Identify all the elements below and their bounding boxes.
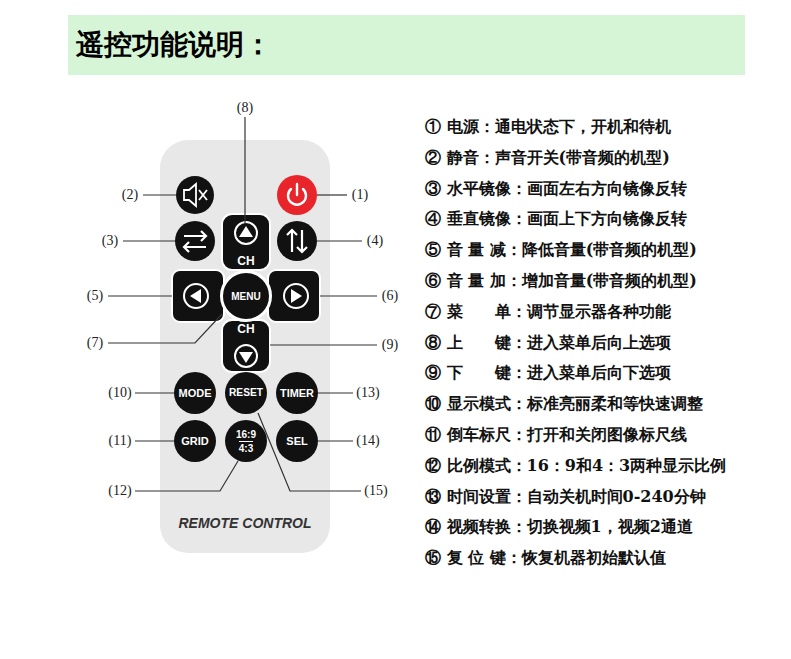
function-description: ⑩ 显示模式：标准亮丽柔和等快速调整: [425, 394, 703, 415]
callout-number: (13): [355, 385, 380, 401]
button-label: RESET: [229, 387, 263, 398]
title-band: 遥控功能说明：: [68, 15, 745, 75]
remote-button: RESET: [225, 372, 267, 414]
function-description: ⑭ 视频转换：切换视频1，视频2通道: [425, 517, 693, 538]
callout-number: (4): [366, 233, 384, 249]
function-description: ③ 水平镜像：画面左右方向镜像反转: [425, 178, 687, 199]
remote-button: 16:94:3: [225, 420, 267, 462]
callout-number: (7): [86, 335, 104, 351]
remote-button: CH: [222, 320, 270, 372]
button-label: GRID: [181, 435, 209, 447]
function-description: ⑬ 时间设置：自动关机时间0-240分钟: [425, 486, 706, 507]
callout-number: (3): [101, 233, 119, 249]
callout-number: (1): [351, 187, 369, 203]
button-label: CH: [237, 255, 254, 267]
title-text: 遥控功能说明：: [68, 15, 745, 75]
callout-number: (14): [355, 433, 380, 449]
remote-button: MENU: [220, 270, 272, 322]
callout-number: (8): [236, 100, 254, 116]
function-description: ⑧ 上 键：进入菜单后向上选项: [425, 332, 671, 353]
callout-number: (10): [107, 385, 132, 401]
function-description: ⑥ 音 量 加：增加音量(带音频的机型): [425, 271, 697, 292]
function-description: ⑨ 下 键：进入菜单后向下选项: [425, 363, 671, 384]
remote-button: CH: [222, 214, 270, 270]
callout-number: (5): [86, 288, 104, 304]
button-label: TIMER: [280, 387, 314, 399]
remote-button: MODE: [174, 372, 216, 414]
button-label: 4:3: [239, 441, 253, 454]
function-description: ⑤ 音 量 减：降低音量(带音频的机型): [425, 240, 697, 261]
callout-number: (6): [381, 288, 399, 304]
function-description: ② 静音：声音开关(带音频的机型): [425, 147, 670, 168]
button-label: CH: [237, 323, 254, 335]
function-description: ⑮ 复 位 键：恢复机器初始默认值: [425, 548, 666, 569]
function-description: ⑦ 菜 单：调节显示器各种功能: [425, 301, 671, 322]
remote-button: SEL: [276, 420, 318, 462]
function-description: ④ 垂直镜像：画面上下方向镜像反转: [425, 209, 687, 230]
callout-number: (11): [108, 433, 133, 449]
button-label: SEL: [286, 435, 307, 447]
callout-number: (9): [381, 337, 399, 353]
remote-button: TIMER: [276, 372, 318, 414]
function-description: ⑪ 倒车标尺：打开和关闭图像标尺线: [425, 425, 687, 446]
button-label: 16:9: [236, 429, 256, 440]
callout-number: (2): [121, 187, 139, 203]
remote-button: GRID: [174, 420, 216, 462]
button-label: MODE: [179, 387, 212, 399]
button-label: MENU: [231, 291, 260, 302]
callout-number: (15): [363, 483, 388, 499]
callout-number: (12): [107, 483, 132, 499]
function-description: ① 电源：通电状态下，开机和待机: [425, 117, 671, 138]
remote-body: REMOTE CONTROL CH MENU CH MODE RESET TIMER GRID…: [160, 140, 330, 553]
button-label: REMOTE CONTROL: [179, 515, 312, 531]
function-description: ⑫ 比例模式：16：9和4：3两种显示比例: [425, 455, 726, 476]
